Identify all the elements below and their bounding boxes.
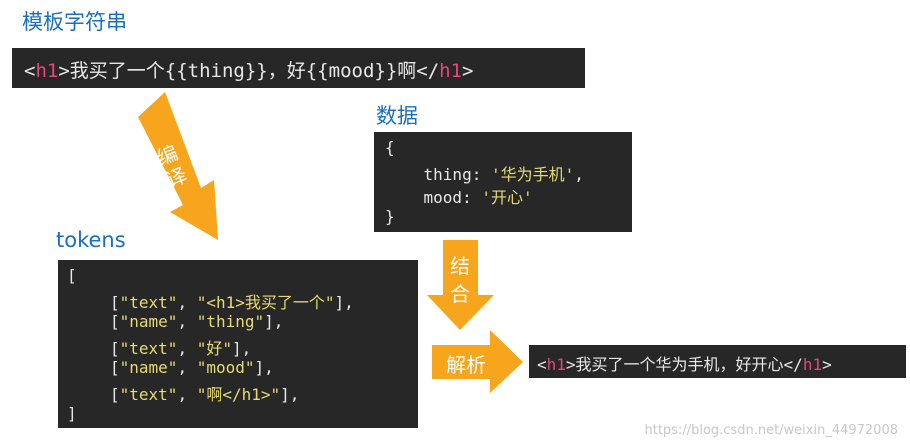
- result-line: <h1>我买了一个华为手机，好开心</h1>: [537, 355, 832, 374]
- combine-label-bottom: 合: [450, 282, 470, 306]
- data-line-3: }: [385, 207, 395, 226]
- tokens-heading: tokens: [56, 228, 126, 252]
- template-close-tag: h1: [439, 60, 463, 82]
- parse-arrow: [432, 330, 523, 393]
- data-line-1: thing: '华为手机',: [385, 165, 584, 184]
- token-row-1: ["name", "thing"],: [110, 312, 284, 331]
- token-row-2: ["text", "好"],: [110, 339, 252, 358]
- template-open-lt: <: [24, 60, 36, 82]
- watermark: https://blog.csdn.net/weixin_44972008: [644, 423, 898, 438]
- tokens-open-bracket: [: [67, 266, 77, 285]
- token-row-0: ["text", "<h1>我买了一个"],: [110, 293, 354, 312]
- combine-label-top: 结: [450, 254, 470, 278]
- compile-arrow: [138, 92, 218, 240]
- data-heading: 数据: [376, 104, 418, 128]
- token-row-3: ["name", "mood"],: [110, 358, 274, 377]
- template-line: <h1>我买了一个{{thing}}，好{{mood}}啊</h1>: [24, 56, 473, 83]
- result-code-block: <h1>我买了一个华为手机，好开心</h1>: [529, 345, 906, 378]
- data-line-0: {: [385, 138, 395, 157]
- template-code-block: <h1>我买了一个{{thing}}，好{{mood}}啊</h1>: [12, 48, 585, 88]
- combine-arrow: [427, 240, 494, 330]
- tokens-close-bracket: ]: [67, 404, 77, 423]
- template-heading: 模板字符串: [22, 10, 127, 34]
- template-open-tag: h1: [35, 60, 59, 82]
- data-line-2: mood: '开心': [385, 188, 533, 207]
- parse-label: 解析: [446, 353, 486, 377]
- tokens-code-block: [ ["text", "<h1>我买了一个"], ["name", "thing…: [58, 260, 418, 428]
- template-open-gt: >: [58, 60, 70, 82]
- data-code-block: { thing: '华为手机', mood: '开心' }: [374, 132, 632, 232]
- template-close-gt: >: [462, 60, 474, 82]
- template-text: 我买了一个{{thing}}，好{{mood}}啊</: [69, 60, 440, 82]
- token-row-4: ["text", "啊</h1>"],: [110, 385, 300, 404]
